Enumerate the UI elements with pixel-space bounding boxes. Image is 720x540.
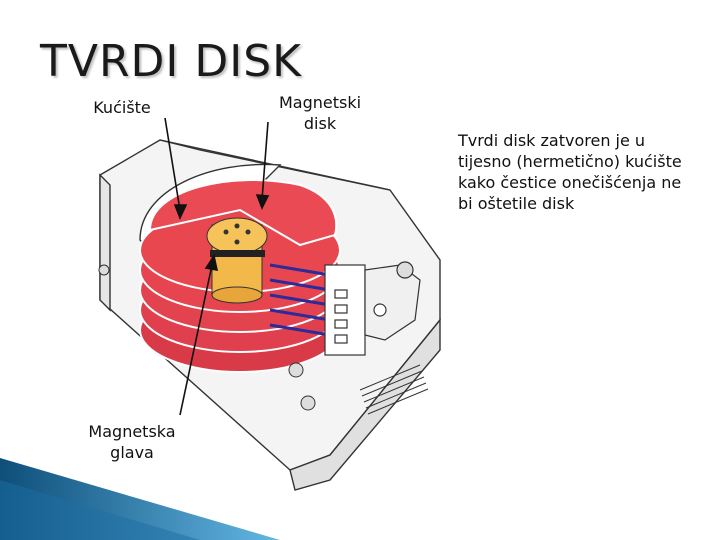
actuator-body xyxy=(324,261,421,356)
callout-arrows xyxy=(164,117,270,416)
spindle xyxy=(206,217,268,304)
description-text: Tvrdi disk zatvoren je u tijesno (hermet… xyxy=(458,131,682,213)
screws xyxy=(98,264,316,411)
actuator-heads xyxy=(269,263,331,337)
slide-title: TVRDI DISK xyxy=(40,36,303,87)
label-magnetski-disk: Magnetski disk xyxy=(278,93,362,133)
label-kuciste: Kućište xyxy=(93,98,151,117)
connector-ribs xyxy=(359,364,429,415)
label-magnetska-glava: Magnetska glava xyxy=(88,422,176,462)
corner-decoration xyxy=(0,458,280,540)
